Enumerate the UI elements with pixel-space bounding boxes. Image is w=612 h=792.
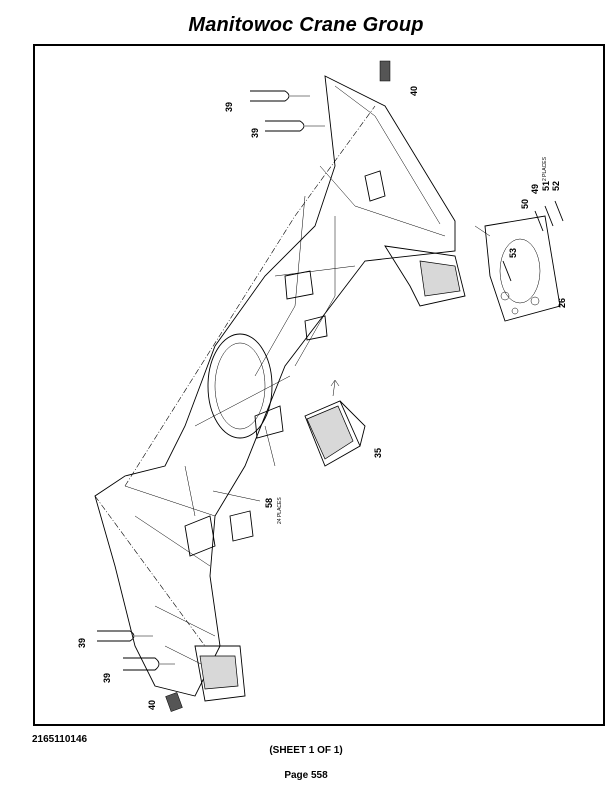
callout-53: 53 <box>508 248 518 258</box>
u-bolts <box>97 90 325 671</box>
callout-50: 50 <box>520 199 530 209</box>
callout-51: 51 <box>541 181 551 191</box>
callout-35: 35 <box>373 448 383 458</box>
callout-49: 49 <box>530 184 540 194</box>
callout-40a: 40 <box>409 86 419 96</box>
document-number: 2165110146 <box>32 734 88 745</box>
exploded-parts-drawing: 39 39 39 39 40 40 26 35 49 50 51 52 53 5… <box>77 60 567 712</box>
note-24-places: 24 PLACES <box>277 497 283 524</box>
callout-26: 26 <box>557 298 567 308</box>
leader-58 <box>212 490 261 502</box>
carrier-frame <box>94 75 466 702</box>
callout-39d: 39 <box>102 673 112 683</box>
note-2-places: 2 PLACES <box>542 156 548 181</box>
callout-40b: 40 <box>147 700 157 710</box>
drawing-frame: 39 39 39 39 40 40 26 35 49 50 51 52 53 5… <box>33 44 605 726</box>
callout-39b: 39 <box>250 128 260 138</box>
part-26-plate <box>474 215 561 322</box>
callout-58: 58 <box>264 498 274 508</box>
part-35-box <box>304 379 366 467</box>
callout-39a: 39 <box>224 102 234 112</box>
callout-39c: 39 <box>77 638 87 648</box>
page-title: Manitowoc Crane Group <box>188 14 424 36</box>
sheet-label: (SHEET 1 OF 1) <box>269 745 343 756</box>
fasteners <box>502 200 564 282</box>
pads-40 <box>165 60 391 712</box>
callout-52: 52 <box>551 181 561 191</box>
page-number: Page 558 <box>284 770 328 781</box>
